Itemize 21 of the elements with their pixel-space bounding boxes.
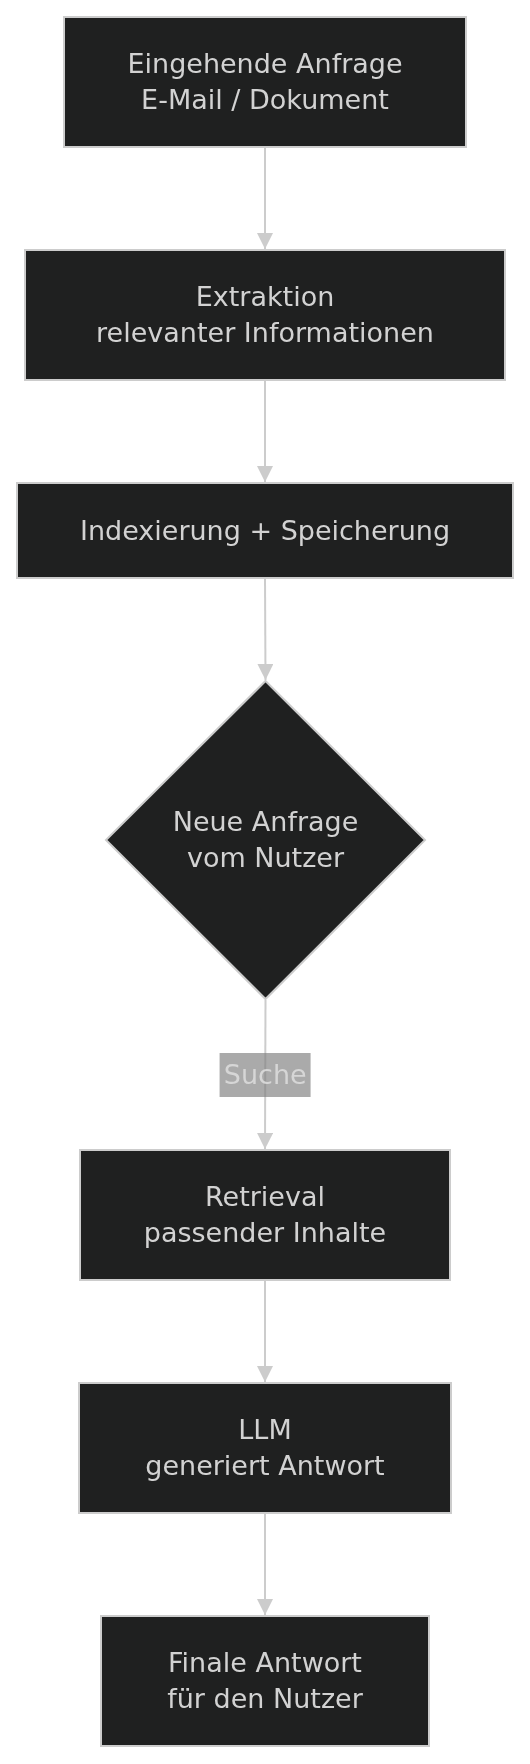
step-label: Finale Antwort für den Nutzer <box>167 1646 363 1716</box>
process-box <box>79 1149 451 1281</box>
step-label: LLM generiert Antwort <box>145 1413 385 1483</box>
arrow <box>257 578 274 681</box>
arrow <box>257 1513 273 1616</box>
step-label: Extraktion relevanter Informationen <box>96 280 434 350</box>
arrow <box>257 147 273 250</box>
process-box <box>16 482 514 579</box>
arrow <box>257 380 273 483</box>
process-box <box>63 16 467 148</box>
step-label: Eingehende Anfrage E-Mail / Dokument <box>127 47 403 117</box>
process-box <box>100 1615 430 1747</box>
step-label: Neue Anfrage vom Nutzer <box>172 805 359 875</box>
step-label: Retrieval passender Inhalte <box>143 1180 387 1250</box>
process-box <box>24 249 506 381</box>
step-label: Indexierung + Speicherung <box>79 513 451 548</box>
decision-diamond <box>105 680 426 1000</box>
edge-label: Suche <box>219 1052 311 1097</box>
arrow <box>257 999 274 1150</box>
process-box <box>78 1382 452 1514</box>
arrow <box>257 1280 273 1383</box>
